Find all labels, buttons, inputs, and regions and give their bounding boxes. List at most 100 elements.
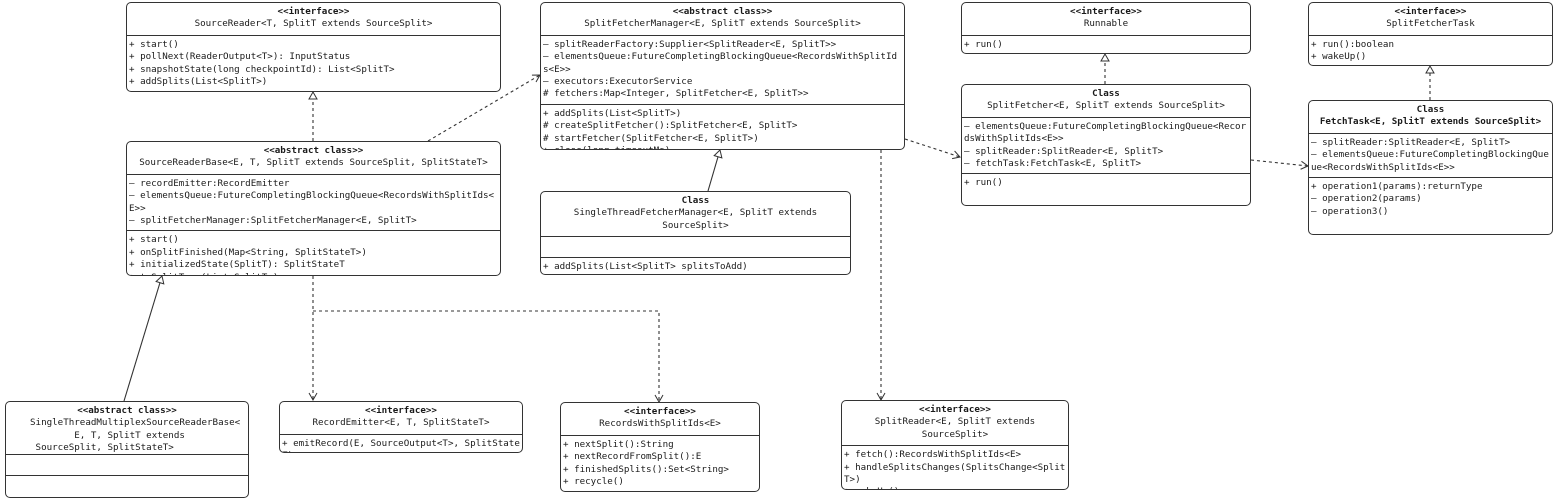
fields-section: – splitReader:SplitReader<E, SplitT>– el… — [1309, 134, 1552, 179]
member-line: + emitRecord(E, SourceOutput<T>, SplitSt… — [282, 437, 520, 452]
class-name: SingleThreadMultiplexSourceReaderBase< E… — [30, 417, 241, 454]
edge-manager-to-split-fetcher — [904, 138, 961, 160]
member-line: – operation2(params) — [1311, 193, 1422, 205]
stereotype-label: <<abstract class>> — [263, 145, 364, 156]
member-line: – elementsQueue:FutureCompletingBlocking… — [129, 190, 495, 214]
member-line: + start() — [129, 234, 179, 246]
fetch-task-header: Class FetchTask<E, SplitT extends Source… — [1309, 101, 1552, 134]
edge-split-fetcher-to-fetch-task — [1250, 159, 1310, 170]
split-fetcher-manager-header: <<abstract class>> SplitFetcherManager<E… — [541, 3, 904, 36]
split-fetcher-class[interactable]: Class SplitFetcher<E, SplitT extends Sou… — [961, 84, 1251, 206]
fields-section: – elementsQueue:FutureCompletingBlocking… — [962, 118, 1250, 175]
member-line: – elementsQueue:FutureCompletingBlocking… — [964, 120, 1247, 145]
stereotype-label: <<interface>> — [277, 6, 350, 17]
member-line: + fetch():RecordsWithSplitIds<E> — [844, 449, 1022, 461]
member-line: + recycle() — [563, 476, 624, 488]
methods-section: + operation1(params):returnType– operati… — [1309, 178, 1552, 221]
class-name: SplitFetcher<E, SplitT extends SourceSpl… — [987, 100, 1225, 112]
member-line: – elementsQueue:FutureCompletingBlocking… — [543, 51, 898, 75]
member-line: + operation1(params):returnType — [1311, 181, 1483, 193]
stereotype-label: Class — [681, 195, 710, 206]
class-name: SplitFetcherTask — [1386, 18, 1475, 30]
member-line: + initializedState(SplitT): SplitStateT — [129, 259, 345, 271]
member-line: # getRunningFetcher():SplitFetcher<E, Sp… — [543, 274, 848, 275]
member-line: – splitReader:SplitReader<E, SplitT> — [1311, 136, 1511, 148]
record-emitter-header: <<interface>> RecordEmitter<E, T, SplitS… — [280, 402, 522, 435]
runnable-interface[interactable]: <<interface>> Runnable + run() — [961, 2, 1251, 54]
records-with-split-ids-interface[interactable]: <<interface>> RecordsWithSplitIds<E> + n… — [560, 402, 760, 492]
member-line: – operation3() — [1311, 205, 1389, 217]
member-line: + addSplits(List<SplitT>) — [129, 76, 268, 88]
stereotype-label: <<interface>> — [624, 406, 696, 417]
member-line: + run():boolean — [1311, 38, 1394, 50]
member-line: + finishedSplits():Set<String> — [563, 463, 729, 475]
member-line: – fetchTask:FetchTask<E, SplitT> — [964, 158, 1142, 170]
methods-section: + addSplits(List<SplitT>)# createSplitFe… — [541, 105, 904, 149]
member-line: – splitReaderFactory:Supplier<SplitReade… — [543, 38, 837, 50]
fields-section: – recordEmitter:RecordEmitter– elementsQ… — [127, 175, 500, 232]
fields-section: – splitReaderFactory:Supplier<SplitReade… — [541, 36, 904, 105]
member-line: + start() — [129, 38, 179, 50]
member-line: + pollNext(ReaderOutput<T>): InputStatus — [129, 51, 351, 63]
single-thread-multiplex-header: <<abstract class>> SingleThreadMultiplex… — [6, 402, 248, 455]
fields-section — [6, 455, 248, 476]
fetch-task-class[interactable]: Class FetchTask<E, SplitT extends Source… — [1308, 100, 1553, 235]
methods-section: + addSplits(List<SplitT> splitsToAdd)# g… — [541, 258, 850, 275]
edge-single-thread-extends-manager — [707, 149, 723, 192]
source-reader-base-class[interactable]: <<abstract class>> SourceReaderBase<E, T… — [126, 141, 501, 276]
single-thread-multiplex-class[interactable]: <<abstract class>> SingleThreadMultiplex… — [5, 401, 249, 498]
member-line: + addSplits(List<SplitT> splitsToAdd) — [543, 261, 748, 273]
class-name: SplitFetcherManager<E, SplitT extends So… — [584, 18, 861, 30]
class-name: SourceReaderBase<E, T, SplitT extends So… — [139, 157, 488, 169]
fields-section — [541, 237, 850, 259]
member-line: – executors:ExecutorService — [543, 76, 693, 88]
source-reader-header: <<interface>> SourceReader<T, SplitT ext… — [127, 3, 500, 36]
member-line: + run() — [964, 38, 1003, 50]
member-line: + nextRecordFromSplit():E — [563, 451, 702, 463]
member-line: + toSplitType(List<SplitT>) — [129, 272, 498, 275]
split-fetcher-manager-class[interactable]: <<abstract class>> SplitFetcherManager<E… — [540, 2, 905, 150]
methods-section: + run() — [962, 36, 1250, 53]
member-line: + nextSplit():String — [563, 438, 674, 450]
member-line: # fetchers:Map<Integer, SplitFetcher<E, … — [543, 88, 809, 100]
member-line: – recordEmitter:RecordEmitter — [129, 177, 290, 189]
methods-section: + start()+ pollNext(ReaderOutput<T>): In… — [127, 36, 500, 91]
runnable-header: <<interface>> Runnable — [962, 3, 1250, 36]
member-line: + run() — [964, 177, 1003, 189]
class-name: SourceReader<T, SplitT extends SourceSpl… — [194, 18, 433, 30]
edge-multiplex-extends-base — [123, 275, 165, 402]
member-line: # createSplitFetcher():SplitFetcher<E, S… — [543, 120, 798, 132]
class-name: FetchTask<E, SplitT extends SourceSplit> — [1319, 116, 1542, 128]
methods-section: + start()+ onSplitFinished(Map<String, S… — [127, 231, 500, 275]
member-line: + handleSplitsChanges(SplitsChange<Split… — [844, 461, 1066, 486]
class-name: Runnable — [1083, 18, 1129, 30]
split-fetcher-task-interface[interactable]: <<interface>> SplitFetcherTask + run():b… — [1308, 2, 1553, 66]
split-reader-interface[interactable]: <<interface>> SplitReader<E, SplitT exte… — [841, 400, 1069, 490]
member-line: # startFetcher(SplitFetcher<E, SplitT>) — [543, 132, 759, 144]
split-reader-header: <<interface>> SplitReader<E, SplitT exte… — [842, 401, 1068, 447]
methods-section: + emitRecord(E, SourceOutput<T>, SplitSt… — [280, 435, 522, 452]
member-line: + addSplits(List<SplitT>) — [543, 107, 682, 119]
methods-section — [6, 476, 248, 496]
single-thread-fetcher-manager-class[interactable]: Class SingleThreadFetcherManager<E, Spli… — [540, 191, 851, 275]
member-line: – splitReader:SplitReader<E, SplitT> — [964, 145, 1164, 157]
stereotype-label: <<abstract class>> — [77, 405, 177, 416]
single-thread-fetcher-manager-header: Class SingleThreadFetcherManager<E, Spli… — [541, 192, 850, 238]
class-name: RecordEmitter<E, T, SplitStateT> — [312, 417, 490, 429]
member-line: – elementsQueue:FutureCompletingBlocking… — [1311, 149, 1549, 173]
methods-section: + nextSplit():String+ nextRecordFromSpli… — [561, 436, 759, 491]
stereotype-label: <<interface>> — [365, 405, 437, 416]
stereotype-label: <<abstract class>> — [672, 6, 773, 17]
member-line: + wakeUp() — [1311, 51, 1367, 63]
member-line: – splitFetcherManager:SplitFetcherManage… — [129, 215, 417, 227]
stereotype-label: Class — [1092, 88, 1120, 99]
stereotype-label: <<interface>> — [1394, 6, 1467, 17]
source-reader-interface[interactable]: <<interface>> SourceReader<T, SplitT ext… — [126, 2, 501, 92]
split-fetcher-task-header: <<interface>> SplitFetcherTask — [1309, 3, 1552, 36]
member-line: + close(long timeoutMs) — [543, 145, 902, 149]
record-emitter-interface[interactable]: <<interface>> RecordEmitter<E, T, SplitS… — [279, 401, 523, 453]
methods-section: + run() — [962, 174, 1250, 192]
class-name: SingleThreadFetcherManager<E, SplitT ext… — [573, 207, 823, 231]
stereotype-label: Class — [1416, 104, 1445, 115]
edge-base-to-split-fetcher-manager — [427, 74, 541, 142]
